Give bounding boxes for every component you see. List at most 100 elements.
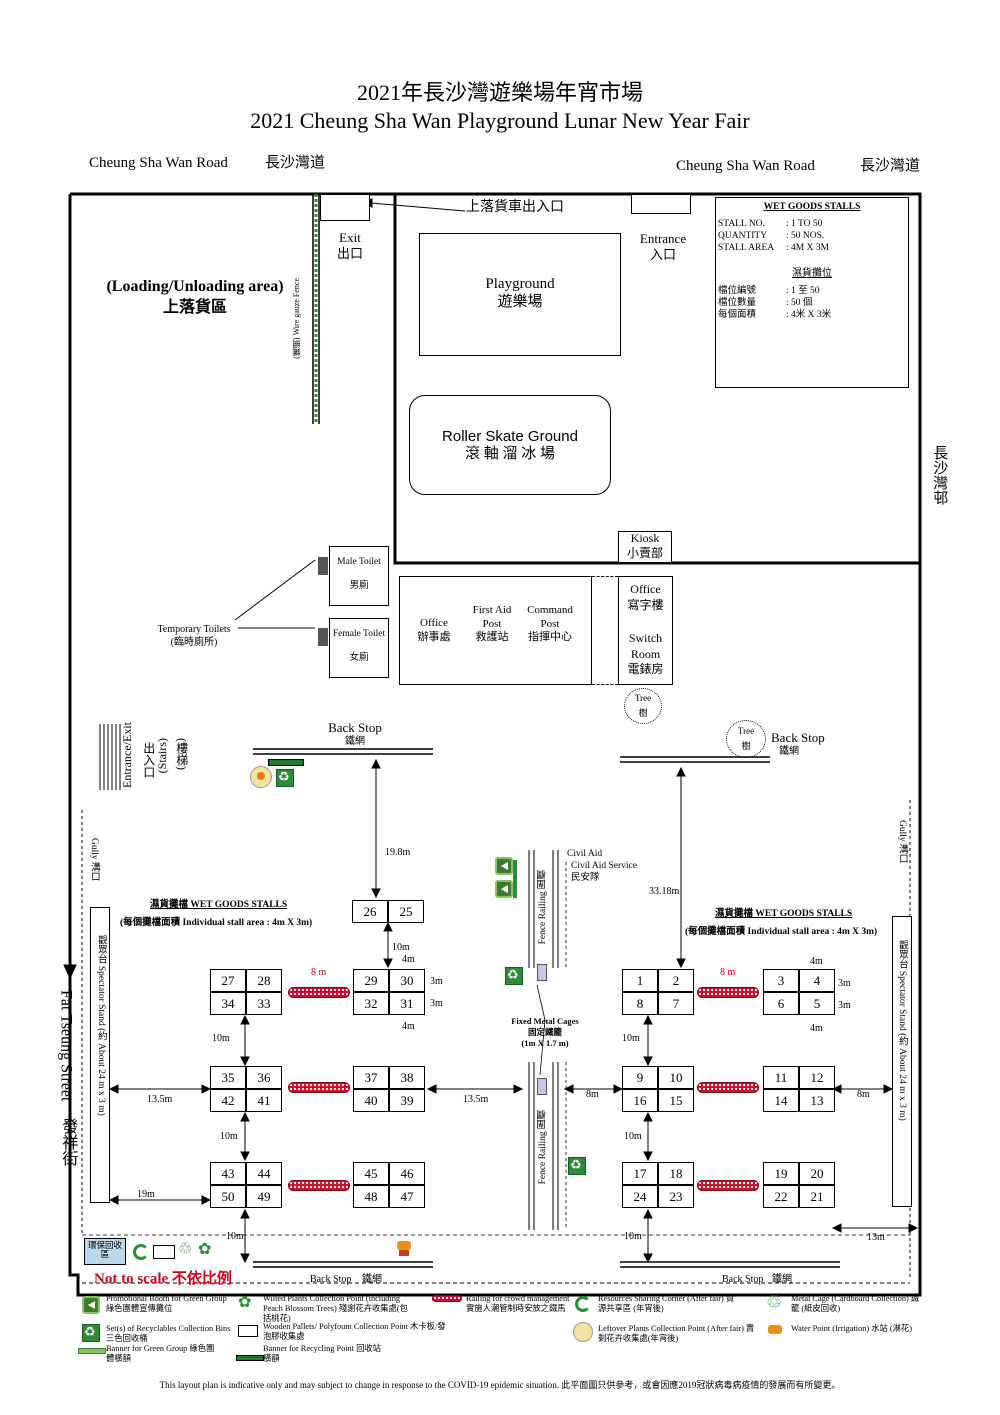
- stall-30: 30: [389, 969, 425, 992]
- stall-10: 10: [658, 1066, 694, 1089]
- pallets-icon: [153, 1245, 175, 1259]
- legend-pallets: Wooden Pallets/ Polyfoum Collection Poin…: [263, 1322, 446, 1341]
- switch-room-zh: 電錶房: [627, 662, 664, 676]
- backstop-3-en: Back Stop: [310, 1274, 352, 1285]
- dim-13-5-left: 13.5m: [147, 1094, 173, 1105]
- stall-20: 20: [799, 1162, 835, 1185]
- civil-aid-zh: 民安隊: [571, 873, 600, 883]
- female-toilet-zh: 女廁: [349, 653, 369, 663]
- title-en: 2021 Cheung Sha Wan Playground Lunar New…: [250, 108, 750, 133]
- stall-2: 2: [658, 969, 694, 992]
- male-toilet: Male Toilet 男廁: [329, 546, 389, 606]
- stall-1: 1: [622, 969, 658, 992]
- tree-2-en: Tree: [737, 726, 755, 736]
- not-to-scale: Not to scale 不依比例: [94, 1271, 232, 1287]
- dim-3-d: 3m: [838, 1000, 851, 1011]
- legend-water-icon: [768, 1325, 782, 1334]
- entrance-exit-zh: 出入口: [141, 742, 156, 778]
- legend-resources: Resources Sharing Corner (After fair) 資源…: [598, 1294, 735, 1313]
- legend-leftover: Leftover Plants Collection Point (After …: [598, 1324, 755, 1343]
- legend-railing-icon: [432, 1295, 462, 1302]
- legend-wilted-icon: ✿: [238, 1294, 252, 1311]
- backstop-2-zh: 鐵網: [779, 746, 799, 757]
- kiosk-label-en: Kiosk: [630, 531, 660, 545]
- spectator-right-label: 觀眾台 Spectator Stand (約 About 24 m x 3 m): [896, 940, 907, 1121]
- metal-cage-icon: ♲: [178, 1241, 193, 1258]
- wet-goods-info-box: WET GOODS STALLS STALL NO. : 1 TO 50 QUA…: [715, 197, 909, 388]
- green-banner: [513, 860, 517, 898]
- first-aid-zh: 救護站: [475, 631, 509, 643]
- command-post-zh: 指揮中心: [528, 631, 572, 643]
- stall-22: 22: [763, 1185, 799, 1208]
- legend-booth-icon: [82, 1296, 100, 1314]
- gully-right-en: Gully: [896, 820, 907, 842]
- legend-water: Water Point (Irrigation) 水站 (淋花): [791, 1324, 912, 1333]
- office2-zh: 寫字樓: [627, 598, 664, 612]
- backstop-3-zh: 鐵網: [362, 1274, 382, 1285]
- stall-36: 36: [246, 1066, 282, 1089]
- dim-33-18: 33.18m: [649, 886, 680, 897]
- command-post-en: Command Post: [527, 604, 573, 631]
- road-top-left-en: Cheung Sha Wan Road: [89, 155, 228, 171]
- roller-label-zh: 滾 軸 溜 冰 場: [464, 446, 555, 462]
- stall-7: 7: [658, 992, 694, 1015]
- recycle-station: 環保回收區: [84, 1238, 126, 1265]
- footer-note: This layout plan is indicative only and …: [159, 1380, 841, 1390]
- dim-19-8: 19.8m: [385, 847, 411, 858]
- male-toilet-zh: 男廁: [349, 581, 369, 591]
- gully-right-zh: 溝口: [896, 844, 907, 863]
- female-toilet: Female Toilet 女廁: [329, 618, 389, 678]
- legend-recyclables-icon: [82, 1324, 100, 1342]
- stall-4: 4: [799, 969, 835, 992]
- wet-row-1-v: : 50 NOS.: [786, 231, 825, 241]
- stall-23: 23: [658, 1185, 694, 1208]
- stall-45: 45: [353, 1162, 389, 1185]
- green-booth-1-icon: [495, 857, 513, 875]
- stall-29: 29: [353, 969, 389, 992]
- spectator-stand-right: [892, 916, 912, 1207]
- road-top-right-zh: 長沙灣道: [860, 158, 921, 174]
- stall-14: 14: [763, 1089, 799, 1112]
- resources-sharing-icon: [133, 1244, 149, 1260]
- stall-zone-right-sub: (每個攤檔面積 Individual stall area : 4m X 3m): [685, 927, 878, 937]
- first-aid-en: First Aid Post: [472, 604, 512, 631]
- roller-label-en: Roller Skate Ground: [442, 428, 578, 445]
- stall-39: 39: [389, 1089, 425, 1112]
- backstop-4-zh: 鐵網: [772, 1274, 792, 1285]
- tree-1: Tree 樹: [624, 688, 662, 724]
- title-zh: 2021年長沙灣遊樂場年宵市場: [356, 80, 643, 105]
- railing-2: [288, 1082, 350, 1093]
- stall-46: 46: [389, 1162, 425, 1185]
- stall-17: 17: [622, 1162, 658, 1185]
- legend-leftover-icon: [573, 1322, 593, 1342]
- gully-left-en: Gully: [88, 838, 99, 860]
- stall-34: 34: [210, 992, 246, 1015]
- recycle-bins-2-icon: [568, 1157, 586, 1175]
- recycle-bins-1-icon: [505, 967, 523, 985]
- dim-13-5-mid: 13.5m: [463, 1094, 489, 1105]
- playground: Playground 遊樂場: [419, 233, 621, 356]
- stall-28: 28: [246, 969, 282, 992]
- water-point-icon: [394, 1237, 414, 1257]
- leftover-plants-icon: [250, 766, 272, 788]
- stall-9: 9: [622, 1066, 658, 1089]
- stall-26: 26: [352, 900, 388, 923]
- stairs-en: (Stairs): [155, 738, 169, 774]
- road-top-left-zh: 長沙灣道: [265, 155, 326, 171]
- wet-row-0-v: : 1 TO 50: [786, 219, 823, 229]
- green-booth-2-icon: [495, 880, 513, 898]
- office-switch-room: Office 寫字樓 Switch Room 電錶房: [618, 576, 673, 685]
- dim-4-d: 4m: [810, 1023, 823, 1034]
- road-top-right-en: Cheung Sha Wan Road: [676, 158, 815, 174]
- stall-35: 35: [210, 1066, 246, 1089]
- legend-pallets-icon: [238, 1325, 258, 1337]
- loading-area-en: (Loading/Unloading area): [106, 278, 284, 295]
- backstop-1-zh: 鐵網: [345, 736, 365, 747]
- temp-toilets-en: Temporary Toilets: [157, 624, 231, 635]
- tree-2: Tree 樹: [726, 720, 766, 758]
- dim-10-b: 10m: [212, 1033, 230, 1044]
- fixed-cages-en: Fixed Metal Cages: [511, 1016, 579, 1026]
- legend-banner-green-icon: [78, 1348, 106, 1354]
- wire-fence-label: (鐵網) Wire gauze Fence: [292, 278, 301, 359]
- dim-19: 19m: [137, 1189, 155, 1200]
